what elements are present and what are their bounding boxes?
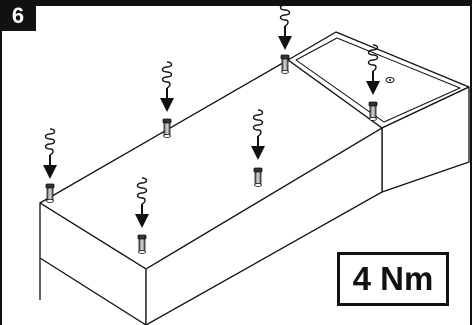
spiral-screw-icon (136, 177, 148, 205)
spiral-screw-icon (367, 44, 379, 72)
bolt-icon (45, 183, 55, 203)
right-border (470, 0, 472, 325)
fastener-5 (43, 128, 57, 203)
small-box-lid (295, 37, 461, 123)
bolt-icon (137, 234, 147, 254)
large-box-front-face (39, 202, 147, 325)
spiral-screw-icon (252, 109, 264, 137)
fastener-6 (135, 177, 149, 254)
down-arrow-icon (43, 165, 57, 179)
torque-spec-box: 4 Nm (337, 252, 449, 306)
fastener-2 (366, 44, 380, 121)
large-box (39, 59, 383, 325)
down-arrow-icon (366, 81, 380, 95)
down-arrow-icon (278, 36, 292, 50)
fastener-4 (251, 109, 265, 187)
down-arrow-icon (135, 214, 149, 228)
large-box-side-face (145, 127, 383, 325)
bolt-icon (162, 118, 172, 138)
bolt-icon (280, 54, 290, 74)
spiral-screw-icon (161, 61, 173, 89)
spiral-screw-icon (44, 128, 56, 156)
down-arrow-icon (251, 146, 265, 160)
header-bar (0, 0, 472, 6)
bolt-icon (253, 167, 263, 187)
fastener-set (43, 0, 380, 254)
fastener-1 (278, 0, 292, 74)
step-number-badge: 6 (0, 0, 36, 31)
fastener-3 (160, 61, 174, 138)
left-border (0, 0, 2, 325)
bolt-icon (368, 101, 378, 121)
down-arrow-icon (160, 98, 174, 112)
